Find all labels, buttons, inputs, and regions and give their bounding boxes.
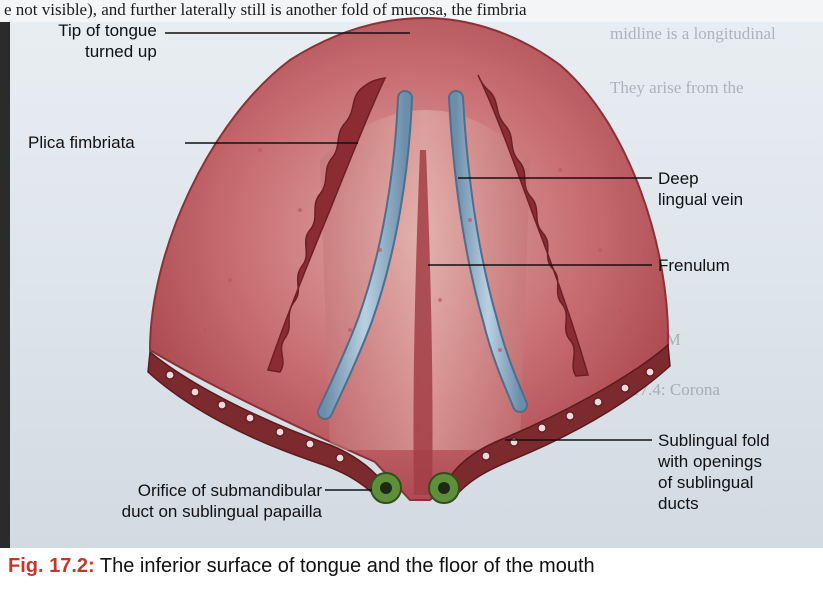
label-line: Deep [658,168,743,189]
label-tip-of-tongue: Tip of tongue turned up [45,20,157,62]
label-line: ducts [658,493,770,514]
label-line: with openings [658,451,770,472]
label-line: Orifice of submandibular [8,480,322,501]
figure-number: Fig. 17.2: [8,555,95,577]
illustration-photo: e not visible), and further laterally st… [0,0,823,548]
label-sublingual-fold: Sublingual fold with openings of subling… [658,430,770,514]
label-line: turned up [45,41,157,62]
caption-text: The inferior surface of tongue and the f… [95,555,595,577]
label-line: of sublingual [658,472,770,493]
label-line: lingual vein [658,189,743,210]
label-deep-lingual-vein: Deep lingual vein [658,168,743,210]
label-line: Sublingual fold [658,430,770,451]
label-line: duct on sublingual papailla [8,501,322,522]
figure-caption: Fig. 17.2: The inferior surface of tongu… [8,553,823,580]
label-frenulum: Frenulum [658,255,730,276]
label-line: Tip of tongue [45,20,157,41]
label-orifice-submandibular-duct: Orifice of submandibular duct on subling… [8,480,322,522]
label-plica-fimbriata: Plica fimbriata [28,132,135,153]
